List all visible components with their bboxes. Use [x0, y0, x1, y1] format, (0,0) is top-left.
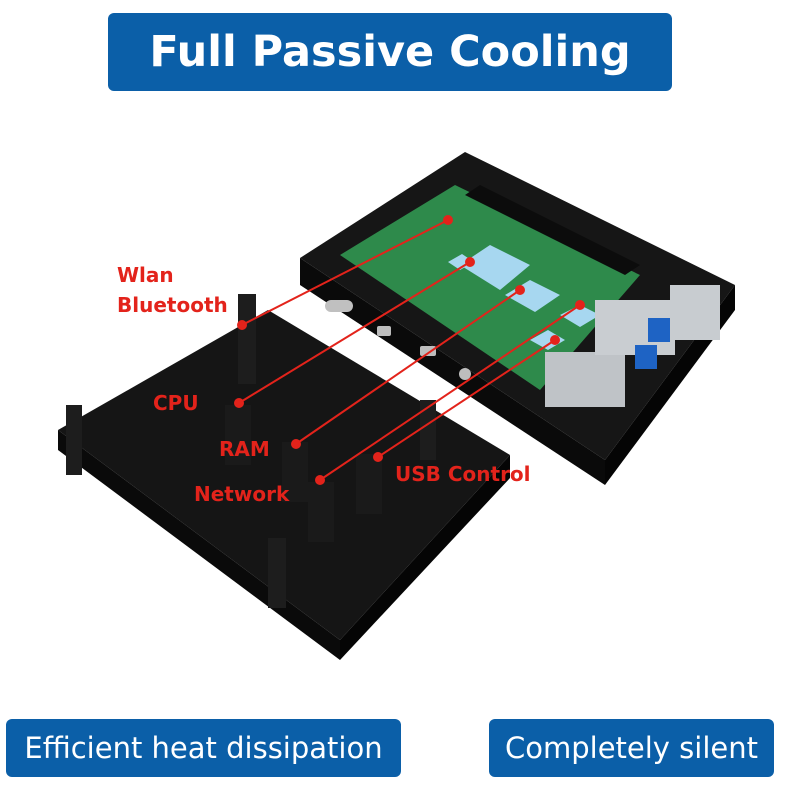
standoff-post [66, 405, 82, 475]
feature-left-text: Efficient heat dissipation [24, 731, 383, 765]
audio-jack [459, 368, 471, 380]
feature-efficient-heat-dissipation: Efficient heat dissipation [6, 719, 401, 777]
standoff-post [420, 400, 436, 460]
callout-network: Network [194, 482, 290, 506]
callout-lines [234, 215, 585, 485]
case-base [300, 152, 735, 485]
network-thermal-pad [530, 330, 565, 350]
callout-wlan: Wlan [117, 263, 174, 287]
feature-right-text: Completely silent [504, 731, 758, 765]
ethernet-port [670, 285, 720, 340]
callout-bluetooth: Bluetooth [117, 293, 228, 317]
usb-c-port [325, 300, 353, 312]
micro-hdmi-port-1 [377, 326, 391, 336]
network-cooling-post [308, 482, 334, 542]
ram-cooling-post [282, 442, 308, 502]
callout-ram: RAM [219, 437, 270, 461]
standoff-post [268, 538, 286, 608]
callout-usb-control: USB Control [395, 462, 531, 486]
usb-thermal-pad [560, 305, 600, 327]
standoff-post [238, 294, 256, 384]
callout-cpu: CPU [153, 391, 199, 415]
title-banner: Full Passive Cooling [108, 13, 672, 91]
usb-ports [545, 300, 675, 407]
feature-completely-silent: Completely silent [489, 719, 774, 777]
cpu-thermal-pad [460, 245, 530, 290]
cpu-cooling-post [225, 405, 251, 465]
title-text: Full Passive Cooling [149, 27, 631, 77]
micro-hdmi-port-2 [420, 346, 436, 356]
gpio-header [465, 185, 640, 275]
case-lid [58, 294, 510, 660]
usb-cooling-post [356, 454, 382, 514]
